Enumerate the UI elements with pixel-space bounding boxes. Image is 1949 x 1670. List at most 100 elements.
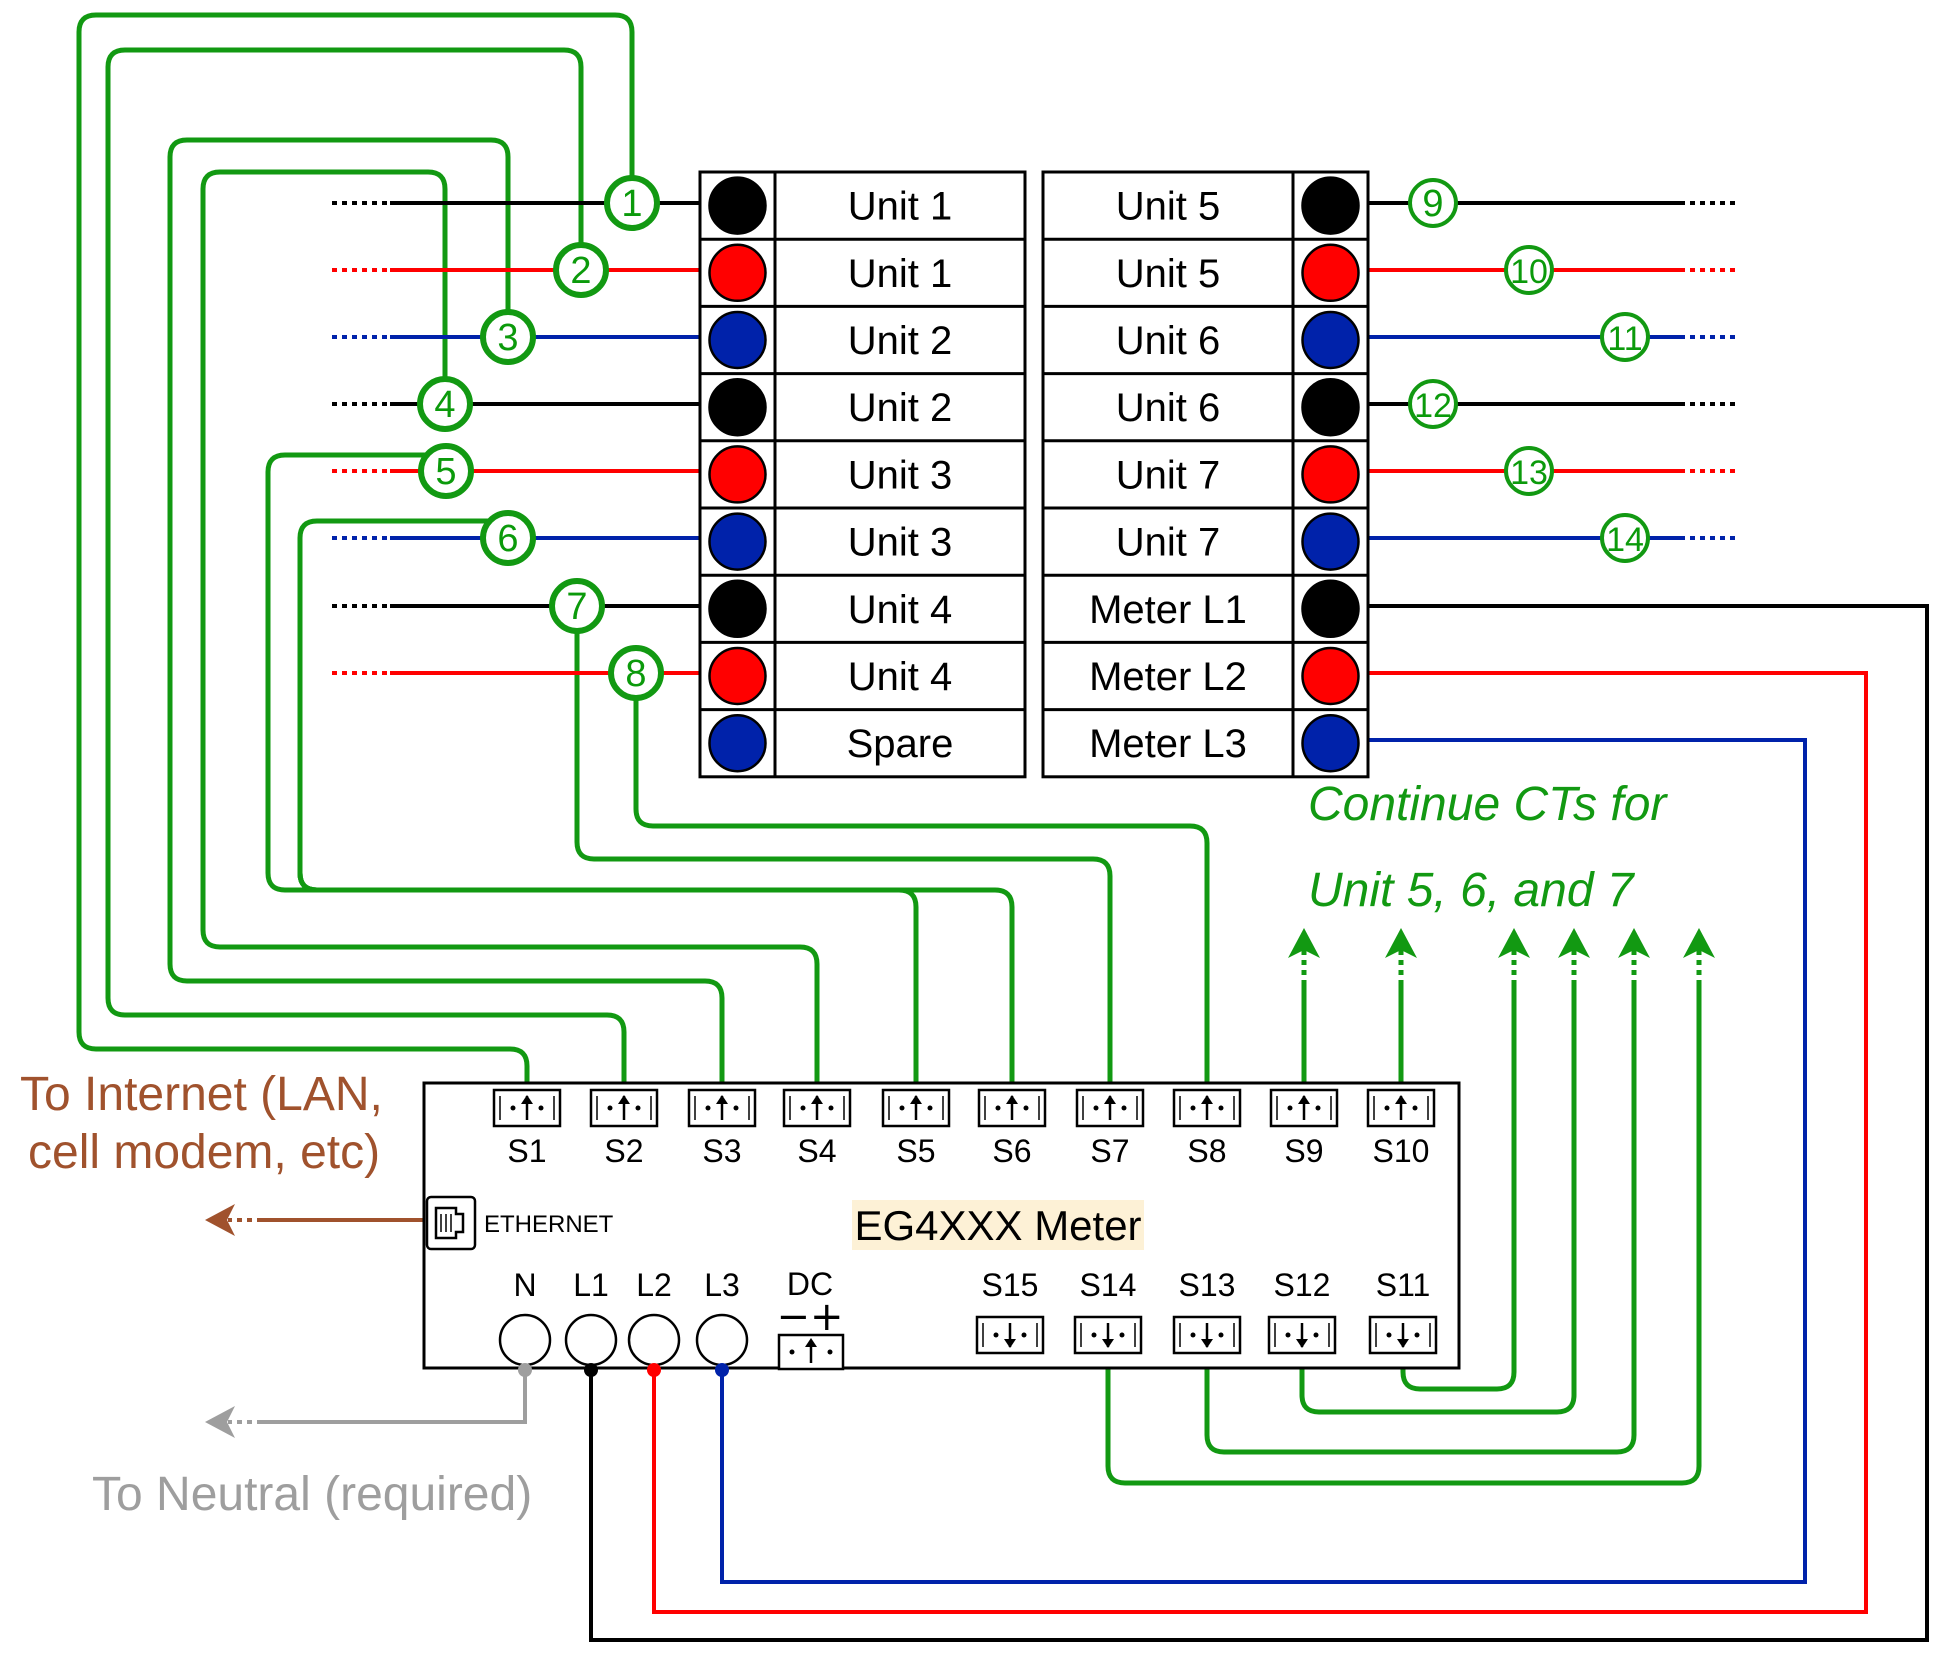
ct-lead-14 [1105, 985, 1702, 1486]
port-label: S2 [604, 1133, 643, 1169]
voltage-input-l2[interactable]: L2 [627, 1267, 681, 1367]
ct-lead-5 [265, 452, 919, 1090]
ct-marker-label: 2 [570, 250, 591, 292]
terminal-label: Meter L2 [1089, 655, 1247, 699]
terminal-dot[interactable] [1301, 646, 1360, 706]
ct-lead-7 [574, 606, 1113, 1090]
voltage-input-l3[interactable]: L3 [695, 1267, 749, 1367]
ct-port-s10[interactable]: S10 [1366, 1088, 1436, 1169]
terminal-dot[interactable] [708, 310, 767, 370]
ct-port-s1[interactable]: S1 [492, 1088, 562, 1169]
ct-marker: 11 [1600, 312, 1650, 362]
terminal-label: Unit 3 [848, 453, 953, 497]
port-label: L1 [573, 1267, 609, 1303]
lead-l3 [720, 738, 1807, 1584]
ct-lead-13 [1204, 985, 1637, 1455]
terminal-dot[interactable] [708, 713, 767, 773]
ct-marker: 12 [1408, 379, 1458, 429]
voltage-input-l1[interactable]: L1 [564, 1267, 618, 1367]
port-label: S5 [896, 1133, 935, 1169]
ct-marker: 9 [1408, 178, 1458, 228]
ct-lead-12 [1299, 985, 1577, 1415]
terminal-dot[interactable] [708, 579, 767, 639]
ct-marker-label: 6 [497, 518, 518, 560]
ct-marker-label: 4 [434, 384, 455, 426]
terminal-label: Unit 5 [1116, 185, 1221, 229]
port-label: S14 [1080, 1267, 1137, 1303]
terminal-dot[interactable] [1301, 512, 1360, 571]
ethernet-port[interactable] [425, 1195, 477, 1251]
ct-port-s5[interactable]: S5 [881, 1088, 951, 1169]
terminal-dot[interactable] [708, 377, 767, 437]
terminal-dot[interactable] [708, 243, 767, 303]
note-continue-line2: Unit 5, 6, and 7 [1308, 864, 1636, 917]
dc-power-port[interactable]: DC −+ [776, 1266, 845, 1371]
ct-marker: 1 [604, 175, 660, 231]
ct-lead-2 [105, 47, 627, 1090]
voltage-input-n[interactable]: N [498, 1267, 552, 1367]
ct-port-s4[interactable]: S4 [782, 1088, 852, 1169]
port-label: S8 [1187, 1133, 1226, 1169]
ct-port-s7[interactable]: S7 [1075, 1088, 1145, 1169]
terminal-label: Unit 7 [1116, 453, 1221, 497]
ct-port-s2[interactable]: S2 [589, 1088, 659, 1169]
port-label: L2 [636, 1267, 672, 1303]
port-label: S11 [1376, 1267, 1431, 1303]
port-label: L3 [704, 1267, 740, 1303]
terminal-dot[interactable] [1301, 377, 1360, 437]
terminal-label: Unit 7 [1116, 521, 1221, 565]
ct-marker: 8 [608, 645, 664, 701]
ct-marker-label: 1 [621, 183, 642, 225]
terminal-dot[interactable] [1301, 243, 1360, 303]
terminal-dot[interactable] [1301, 713, 1360, 773]
ct-marker: 3 [480, 309, 536, 365]
conductors-left [390, 201, 708, 675]
terminal-label: Spare [847, 722, 954, 766]
ct-port-s3[interactable]: S3 [687, 1088, 757, 1169]
terminal-dot[interactable] [708, 176, 767, 235]
ct-lead-6-route [297, 538, 1015, 1090]
ct-lead-4 [200, 169, 820, 1090]
port-label: S1 [507, 1133, 546, 1169]
ct-lead-11 [1400, 985, 1517, 1392]
terminal-dot[interactable] [1301, 445, 1360, 504]
ct-port-s13[interactable]: S13 [1172, 1267, 1242, 1355]
meter-voltage-leads [262, 604, 1929, 1642]
ct-port-s6[interactable]: S6 [977, 1088, 1047, 1169]
note-neutral: To Neutral (required) [92, 1468, 532, 1521]
port-label: N [513, 1267, 536, 1303]
terminal-dot[interactable] [1301, 310, 1360, 370]
terminal-dot[interactable] [1301, 579, 1360, 639]
note-continue-line1: Continue CTs for [1308, 778, 1668, 831]
ct-port-s9[interactable]: S9 [1269, 1088, 1339, 1169]
terminal-dot[interactable] [1301, 176, 1360, 235]
neutral-arrow [205, 1406, 262, 1438]
terminal-label: Unit 6 [1116, 386, 1221, 430]
ct-marker-label: 5 [435, 451, 456, 493]
ct-port-s8[interactable]: S8 [1172, 1088, 1242, 1169]
voltage-inputs: N L1 L2 L3 [498, 1267, 749, 1367]
port-label: S3 [702, 1133, 741, 1169]
ct-marker: 14 [1600, 513, 1650, 563]
ct-port-s15[interactable]: S15 [975, 1267, 1045, 1355]
terminal-label: Unit 4 [848, 588, 953, 632]
ct-port-s14[interactable]: S14 [1073, 1267, 1143, 1355]
ct-port-s11[interactable]: S11 [1368, 1267, 1438, 1355]
lead-l2 [652, 671, 1868, 1614]
ethernet-label: ETHERNET [484, 1211, 614, 1238]
port-label: S10 [1373, 1133, 1430, 1169]
ct-lead-6 [297, 518, 511, 893]
terminal-dot[interactable] [708, 512, 767, 571]
ct-marker: 10 [1504, 245, 1554, 295]
port-label: S13 [1179, 1267, 1236, 1303]
ct-arrow-heads [1288, 928, 1715, 958]
ct-lead-1 [76, 12, 635, 1090]
lead-l1 [589, 604, 1929, 1642]
terminal-dot[interactable] [708, 646, 767, 706]
ct-port-s12[interactable]: S12 [1267, 1267, 1337, 1355]
ethernet-arrow [205, 1204, 424, 1236]
terminal-dot[interactable] [708, 445, 767, 504]
